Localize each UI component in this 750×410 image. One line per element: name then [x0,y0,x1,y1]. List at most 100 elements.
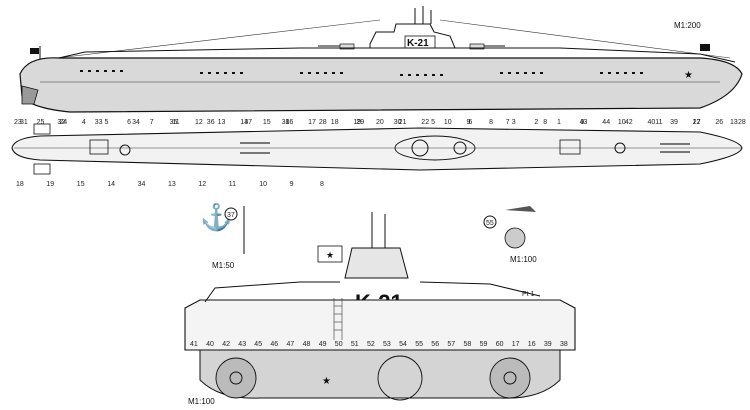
roundel-fore-icon [614,142,626,154]
scale-label-section: M1:100 [188,397,215,406]
callout-circle-detail [483,215,497,229]
part-number-label: 29 [356,119,364,126]
part-number-label: 38 [282,119,290,126]
part-number-label: 4 [82,119,86,126]
roundel-aft-icon [119,144,131,156]
part-number-label: 60 [496,341,504,348]
part-number-label: 42 [222,341,230,348]
stern-plane-bottom [33,163,51,175]
part-number-label: 16 [528,341,536,348]
antenna-wire-aft [439,19,731,59]
superstructure-deck [49,47,736,63]
torpedo-tube-left [215,357,257,399]
stern-flag-icon [700,44,710,51]
callout-anchor-number: 37 [227,212,235,219]
part-number-label: 28 [738,119,746,126]
part-number-label: 32 [57,119,65,126]
part-number-label: 18 [16,181,24,188]
part-number-label: 13 [218,119,226,126]
part-number-label: 23 [14,119,22,126]
part-number-label: 1 [557,119,561,126]
part-number-label: 43 [238,341,246,348]
part-number-label: 28 [319,119,327,126]
part-number-label: 17 [308,119,316,126]
part-number-label: 18 [331,119,339,126]
hull-number-small: K-21 [407,38,429,49]
part-number-label: 40 [206,341,214,348]
central-ring [377,355,423,401]
part-number-label: 12 [195,119,203,126]
part-number-label: 11 [655,119,662,126]
part-number-label: 14 [240,119,248,126]
part-number-label: 16 [286,119,294,126]
part-number-label: 15 [263,119,271,126]
part-number-label: 34 [132,119,140,126]
part-number-label: 46 [270,341,278,348]
part-number-label: 41 [190,341,198,348]
part-number-label: 19 [46,181,54,188]
part-number-label: 45 [254,341,262,348]
scale-label-anchor: M1:50 [212,261,235,270]
part-number-label: 17 [512,341,520,348]
antenna-wire-fore [39,19,381,61]
part-number-label: 10 [259,181,267,188]
part-number-label: 27 [693,119,701,126]
part-number-label: 10 [618,119,626,126]
part-number-label: 5 [431,119,435,126]
part-number-label: 40 [648,119,656,126]
callout-detail-number: 55 [486,220,494,227]
part-number-label: 22 [421,119,429,126]
part-number-label: 53 [383,341,391,348]
part-number-label: 9 [290,181,294,188]
part-number-label: 56 [431,341,439,348]
vent-round-part [504,227,526,249]
plan-view [11,123,743,175]
scale-label-main: M1:200 [674,21,701,30]
tube-core-left [229,371,243,385]
part-number-label: 9 [467,119,471,126]
hull-plan [11,127,743,171]
part-number-label: 13 [730,119,738,126]
deck-rail-left [204,281,340,303]
part-number-label: 15 [77,181,85,188]
side-profile-view: K-21 ★ M1:200 [19,6,743,113]
flood-holes-row [80,70,643,76]
ladder [333,298,343,340]
part-number-label: 25 [37,119,45,126]
part-number-label: 59 [480,341,488,348]
part-number-label: 48 [303,341,311,348]
flag-star-icon: ★ [326,250,334,260]
fore-hatch [559,139,581,155]
part-number-label: 24 [59,119,67,126]
vent-detail: 55 M1:100 [483,206,537,264]
part-number-label: 2 [534,119,538,126]
part-number-label: 36 [207,119,215,126]
flag-icon [30,48,39,54]
star-icon: ★ [684,70,693,81]
part-number-label: 10 [444,119,452,126]
part-number-label: 37 [244,119,252,126]
section-view: ★ K-21 ★ M1:100 Pt 1 [184,212,576,406]
gun-ring-icon [411,139,429,157]
part-number-label: 13 [168,181,176,188]
part-number-label: 12 [693,119,701,126]
tower-flag [317,245,343,263]
part-number-label: 55 [415,341,423,348]
part-number-label: 5 [105,119,109,126]
part-number-label: 30 [394,119,402,126]
part-number-label: 8 [489,119,493,126]
anchor-detail: ⚓ 37 M1:50 [200,202,245,270]
anchor-icon: ⚓ [200,202,232,232]
part-number-label: 51 [351,341,359,348]
section-star-icon: ★ [322,376,331,387]
aft-hatch [89,139,109,155]
part-number-label: 14 [107,181,115,188]
rudder [21,85,39,105]
part-number-label: 57 [447,341,455,348]
part-number-label: 7 [506,119,510,126]
conning-tower-plan [394,135,476,161]
